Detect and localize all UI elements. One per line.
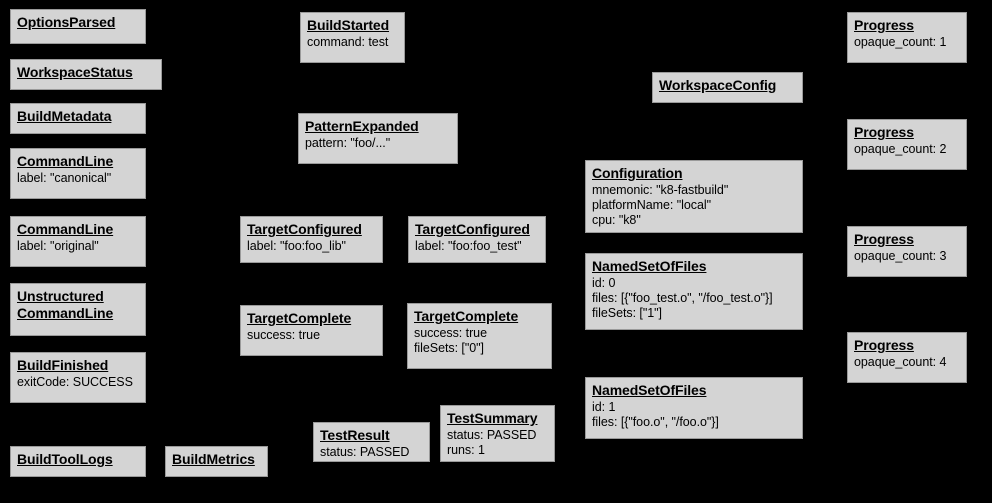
node-field: mnemonic: "k8-fastbuild" (592, 183, 729, 197)
node-title: BuildToolLogs (17, 451, 113, 467)
node-title: WorkspaceConfig (659, 77, 777, 93)
node-field: fileSets: ["1"] (592, 306, 662, 320)
node-field: label: "canonical" (17, 171, 112, 185)
node-field: id: 1 (592, 400, 616, 414)
node-field: status: PASSED (320, 445, 410, 459)
node-title: BuildStarted (307, 17, 390, 33)
node-fields: mnemonic: "k8-fastbuild"platformName: "l… (592, 183, 796, 228)
graph-node-target-complete-lib[interactable]: TargetComplete success: true (240, 305, 383, 356)
graph-node-command-line-canonical[interactable]: CommandLine label: "canonical" (10, 148, 146, 199)
graph-node-command-line-original[interactable]: CommandLine label: "original" (10, 216, 146, 267)
graph-node-progress-4[interactable]: Progress opaque_count: 4 (847, 332, 967, 383)
node-field: label: "original" (17, 239, 99, 253)
graph-node-build-metadata[interactable]: BuildMetadata (10, 103, 146, 134)
node-fields: label: "original" (17, 239, 139, 254)
node-field: success: true (247, 328, 320, 342)
node-fields: label: "foo:foo_test" (415, 239, 539, 254)
graph-node-target-configured-foo-lib[interactable]: TargetConfigured label: "foo:foo_lib" (240, 216, 383, 263)
node-title: TargetComplete (414, 308, 519, 324)
node-field: files: [{"foo.o", "/foo.o"}] (592, 415, 719, 429)
node-fields: success: true (247, 328, 376, 343)
node-title: TestResult (320, 427, 390, 443)
node-field: pattern: "foo/..." (305, 136, 391, 150)
node-field: command: test (307, 35, 389, 49)
node-fields: command: test (307, 35, 398, 50)
node-title: Progress (854, 337, 914, 353)
graph-node-target-configured-foo-test[interactable]: TargetConfigured label: "foo:foo_test" (408, 216, 546, 263)
graph-node-build-metrics[interactable]: BuildMetrics (165, 446, 268, 477)
node-field: label: "foo:foo_test" (415, 239, 522, 253)
node-title: TestSummary (447, 410, 538, 426)
node-fields: label: "foo:foo_lib" (247, 239, 376, 254)
node-title: WorkspaceStatus (17, 64, 133, 80)
node-field: files: [{"foo_test.o", "/foo_test.o"}] (592, 291, 773, 305)
graph-node-build-finished[interactable]: BuildFinished exitCode: SUCCESS (10, 352, 146, 403)
node-field: platformName: "local" (592, 198, 711, 212)
node-field: opaque_count: 3 (854, 249, 947, 263)
node-title: Unstructured CommandLine (17, 288, 114, 321)
node-title: Configuration (592, 165, 683, 181)
node-field: id: 0 (592, 276, 616, 290)
node-title: BuildFinished (17, 357, 109, 373)
node-field: opaque_count: 2 (854, 142, 947, 156)
graph-node-options-parsed[interactable]: OptionsParsed (10, 9, 146, 44)
node-fields: opaque_count: 3 (854, 249, 960, 264)
node-title: BuildMetrics (172, 451, 255, 467)
node-title: OptionsParsed (17, 14, 116, 30)
node-title: Progress (854, 124, 914, 140)
node-field: fileSets: ["0"] (414, 341, 484, 355)
node-title: CommandLine (17, 221, 114, 237)
node-field: cpu: "k8" (592, 213, 641, 227)
node-title: CommandLine (17, 153, 114, 169)
node-title: TargetComplete (247, 310, 352, 326)
graph-node-workspace-config[interactable]: WorkspaceConfig (652, 72, 803, 103)
node-title: TargetConfigured (415, 221, 530, 237)
node-field: opaque_count: 1 (854, 35, 947, 49)
node-field: exitCode: SUCCESS (17, 375, 133, 389)
node-fields: opaque_count: 4 (854, 355, 960, 370)
graph-node-workspace-status[interactable]: WorkspaceStatus (10, 59, 162, 90)
node-fields: opaque_count: 1 (854, 35, 960, 50)
node-fields: label: "canonical" (17, 171, 139, 186)
node-field: success: true (414, 326, 487, 340)
node-fields: status: PASSED (320, 445, 423, 460)
node-title: NamedSetOfFiles (592, 258, 707, 274)
node-title: NamedSetOfFiles (592, 382, 707, 398)
graph-node-build-started[interactable]: BuildStarted command: test (300, 12, 405, 63)
graph-node-progress-1[interactable]: Progress opaque_count: 1 (847, 12, 967, 63)
node-fields: exitCode: SUCCESS (17, 375, 139, 390)
node-field: runs: 1 (447, 443, 485, 457)
graph-node-pattern-expanded[interactable]: PatternExpanded pattern: "foo/..." (298, 113, 458, 164)
node-field: opaque_count: 4 (854, 355, 947, 369)
node-title: PatternExpanded (305, 118, 419, 134)
node-title: Progress (854, 231, 914, 247)
graph-node-progress-3[interactable]: Progress opaque_count: 3 (847, 226, 967, 277)
graph-node-unstructured-command-line[interactable]: Unstructured CommandLine (10, 283, 146, 336)
node-title: Progress (854, 17, 914, 33)
node-fields: pattern: "foo/..." (305, 136, 451, 151)
graph-node-progress-2[interactable]: Progress opaque_count: 2 (847, 119, 967, 170)
node-fields: opaque_count: 2 (854, 142, 960, 157)
node-title: BuildMetadata (17, 108, 112, 124)
node-title: TargetConfigured (247, 221, 362, 237)
node-field: status: PASSED (447, 428, 537, 442)
graph-node-configuration[interactable]: Configuration mnemonic: "k8-fastbuild"pla… (585, 160, 803, 233)
graph-node-build-tool-logs[interactable]: BuildToolLogs (10, 446, 146, 477)
graph-node-test-result[interactable]: TestResult status: PASSED (313, 422, 430, 462)
node-field: label: "foo:foo_lib" (247, 239, 346, 253)
